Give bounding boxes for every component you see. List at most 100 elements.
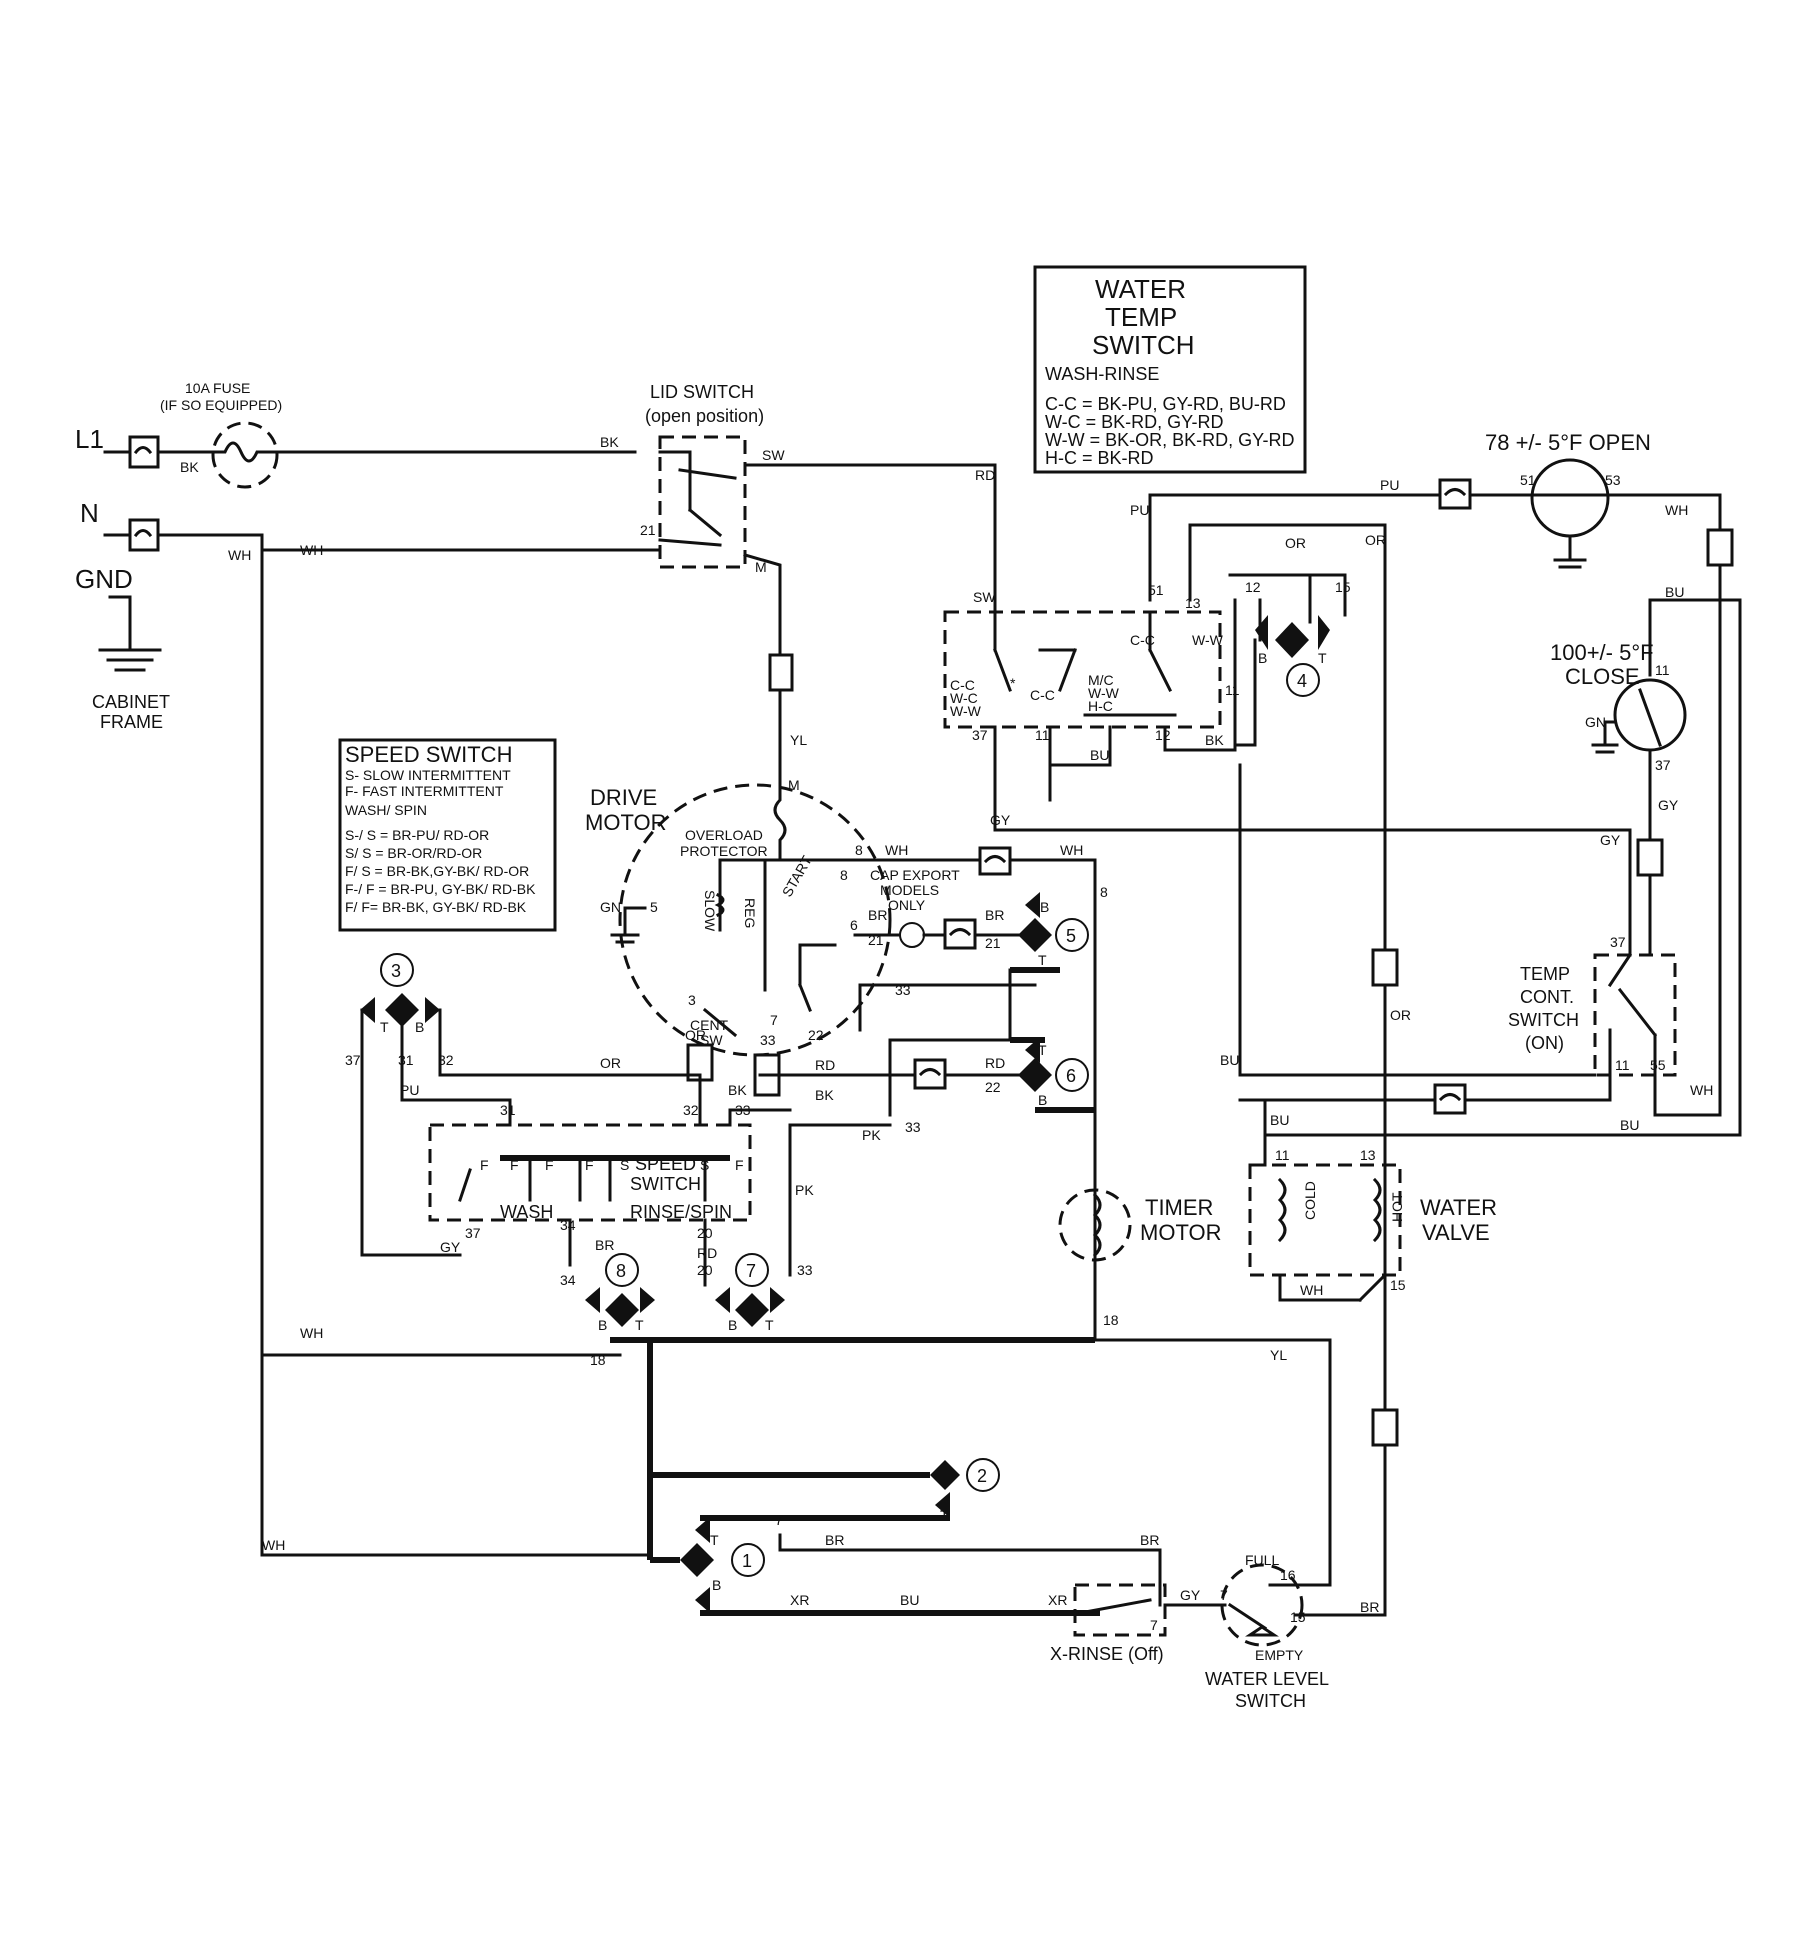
cam4-contact <box>1275 622 1309 658</box>
cam7-b: B <box>728 1317 737 1333</box>
dm-overload-2: PROTECTOR <box>680 843 768 859</box>
pressure-diaphragm-icon <box>1245 1625 1279 1637</box>
wire-label-gy-wts: GY <box>990 812 1011 828</box>
water-valve: BU BU 11 13 COLD HOT WATER VALVE WH 15 O… <box>1248 948 1742 1617</box>
wts-line-4: H-C = BK-RD <box>1045 448 1154 468</box>
wv-or: OR <box>1390 1007 1411 1023</box>
connector-yl-top <box>768 653 794 692</box>
cam4-t: T <box>1318 650 1327 666</box>
bus-wh: WH <box>300 1325 323 1341</box>
ss-or: OR <box>600 1055 621 1071</box>
drive-motor: DRIVE MOTOR OVERLOAD PROTECTOR M SLOW RE… <box>585 777 1108 1342</box>
n-label: N <box>80 498 99 528</box>
dm-reg: REG <box>742 898 758 928</box>
wts-term-11: 11 <box>1035 727 1050 743</box>
dm-br: BR <box>868 907 887 923</box>
cam7-rd: RD <box>697 1245 717 1261</box>
cam-8-label: 8 <box>616 1261 626 1281</box>
cam5-t: T <box>1038 952 1047 968</box>
gnd-label: GND <box>75 564 133 594</box>
x-rinse-switch <box>1073 1583 1167 1637</box>
ss-s-1: S <box>620 1157 629 1173</box>
cam6-b: B <box>1038 1092 1047 1108</box>
dm-title-1: DRIVE <box>590 785 657 810</box>
cam5-contact <box>1018 918 1052 952</box>
wv-hot: HOT <box>1389 1192 1405 1222</box>
xr-xr: XR <box>1048 1592 1067 1608</box>
wts-term-37: 37 <box>972 727 988 743</box>
cam3-34: 37 <box>345 1052 361 1068</box>
cams-7-8: BR 34 B T 8 RD 20 B T 7 33 WH 18 YL <box>260 1218 1332 1587</box>
connector-br <box>1371 1408 1399 1447</box>
cam1-b: B <box>712 1577 721 1593</box>
cam3-b: B <box>415 1019 424 1035</box>
fuse-label: 10A FUSE <box>185 380 250 396</box>
wire-label-gy-right: GY <box>1658 797 1679 813</box>
thermo-51: 51 <box>1520 472 1536 488</box>
connector-gy <box>1636 838 1664 877</box>
tcs-label-1: TEMP <box>1520 964 1570 984</box>
fuse-note: (IF SO EQUIPPED) <box>160 397 282 413</box>
cam4-term-18: 15 <box>1335 579 1351 595</box>
cam8-t: T <box>635 1317 644 1333</box>
dm-bk: BK <box>728 1082 747 1098</box>
cam7-t: T <box>765 1317 774 1333</box>
cam3-31: 32 <box>438 1052 454 1068</box>
slow-winding-icon <box>714 892 725 918</box>
cam1-br-2: BR <box>1140 1532 1159 1548</box>
thermostat-open-icon <box>1530 458 1610 538</box>
ss-legend-1: S- SLOW INTERMITTENT <box>345 767 511 783</box>
cam8-contact <box>605 1293 639 1327</box>
x-rinse-and-level: XR 7 X-RINSE (Off) GY 7 FULL 16 15 EMPTY… <box>1048 1552 1332 1711</box>
ss-31: 32 <box>683 1102 699 1118</box>
cam7-20: 20 <box>697 1262 713 1278</box>
wire-label-wh: WH <box>228 547 251 563</box>
wts-ww-2: W-W <box>1088 685 1120 701</box>
l1-label: L1 <box>75 424 104 454</box>
ss-f-3: F <box>545 1157 554 1173</box>
cam-2-label: 2 <box>977 1466 987 1486</box>
cam1-br: BR <box>825 1532 844 1548</box>
cam3-t: T <box>380 1019 389 1035</box>
cams-5-6: T B 5 33 B T 6 RD RD 22 <box>758 892 1095 1117</box>
wts-line-2: W-C = BK-RD, GY-RD <box>1045 412 1224 432</box>
dm-br-2: BR <box>985 907 1004 923</box>
cam6-contact <box>1018 1058 1052 1092</box>
water-level-switch-outline <box>1220 1563 1304 1647</box>
dm-8b: 8 <box>840 867 848 883</box>
dm-7: 7 <box>770 1012 778 1028</box>
wl-title-2: SWITCH <box>1235 1691 1306 1711</box>
wire-label-wh-lid: WH <box>300 542 323 558</box>
wts-term-13: 13 <box>1185 595 1201 611</box>
ss-inner-2: SWITCH <box>630 1174 701 1194</box>
dm-m: M <box>788 777 800 793</box>
timer-motor-coil-icon <box>1092 1192 1102 1258</box>
ss-f-1: F <box>480 1157 489 1173</box>
ss-legend-3: WASH/ SPIN <box>345 802 427 818</box>
wire-label-or-top: OR <box>1365 532 1386 548</box>
cam5-32: 33 <box>895 982 911 998</box>
fuse-icon <box>211 421 279 489</box>
bus-yl: YL <box>1270 1347 1287 1363</box>
wts-title-2: TEMP <box>1105 302 1177 332</box>
wv-br: BR <box>1360 1599 1379 1615</box>
wire-label-bk: BK <box>180 459 199 475</box>
wts-line-1: C-C = BK-PU, GY-RD, BU-RD <box>1045 394 1286 414</box>
ss-title: SPEED SWITCH <box>345 742 512 767</box>
wts-sw: SW <box>973 589 996 605</box>
ss-33: 34 <box>560 1217 576 1233</box>
dm-22: 22 <box>808 1027 824 1043</box>
ss-f-2: F <box>510 1157 519 1173</box>
wire-label-bu-right: BU <box>1665 584 1684 600</box>
cam6-rd-2: RD <box>985 1055 1005 1071</box>
cam2-contact <box>930 1460 960 1490</box>
wts-hc: H-C <box>1088 698 1113 714</box>
tcs-55: 55 <box>1650 1057 1666 1073</box>
cam-6-label: 6 <box>1066 1066 1076 1086</box>
wire-label-gy-mid: GY <box>1600 832 1621 848</box>
connector-wh-right <box>1706 528 1734 567</box>
ss-pk-2: PK <box>862 1127 881 1143</box>
dm-32: 33 <box>760 1032 776 1048</box>
wv-11: 11 <box>1275 1147 1290 1163</box>
wv-title-1: WATER <box>1420 1195 1497 1220</box>
